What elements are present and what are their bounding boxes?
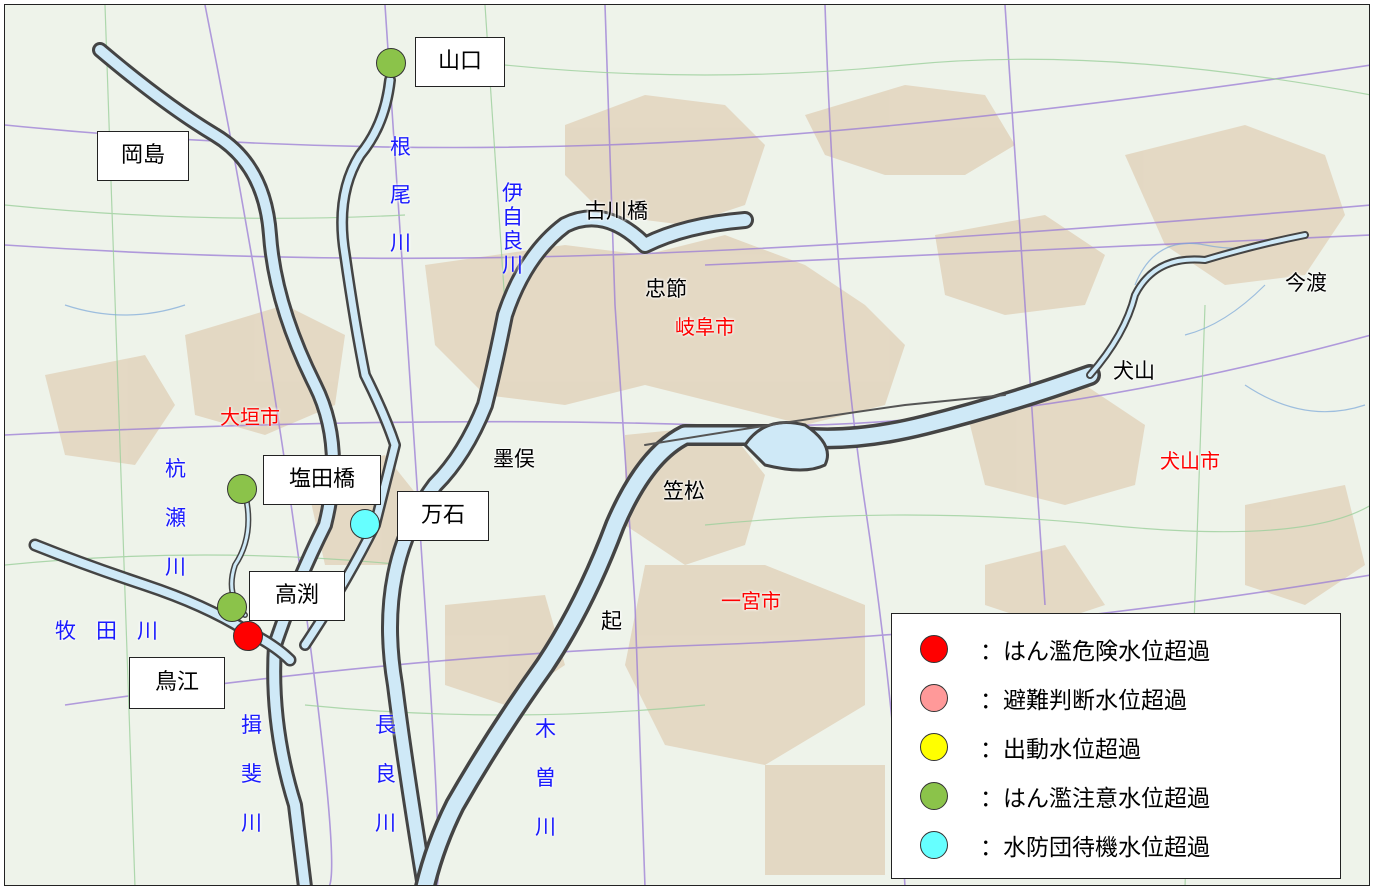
river-label-ijira-char: 川 <box>502 253 523 277</box>
river-label-nagara: 長 良 川 <box>375 715 396 834</box>
place-label-imawatari: 今渡 <box>1285 271 1327 295</box>
legend-item-dispatch: ：出動水位超過 <box>920 722 1340 771</box>
river-label-nagara-char: 川 <box>375 811 396 835</box>
place-label-furukawabashi: 古川橋 <box>585 199 648 223</box>
river-label-ijira-char: 伊 <box>502 181 523 205</box>
legend: ：はん濫危険水位超過 ：避難判断水位超過 ：出動水位超過 ：はん濫注意水位超過 … <box>891 613 1341 879</box>
legend-label-danger: ：はん濫危険水位超過 <box>980 638 1210 665</box>
station-marker-yamaguchi[interactable] <box>376 48 406 78</box>
city-label-ichinomiya: 一宮市 <box>721 589 781 613</box>
station-label-yamaguchi: 山口 <box>415 37 505 87</box>
river-label-neo-char: 川 <box>390 231 411 255</box>
place-label-inuyama: 犬山 <box>1113 359 1155 383</box>
river-label-kuise-char: 川 <box>165 555 186 579</box>
station-label-torie: 鳥江 <box>129 657 225 709</box>
legend-label-evacuation: ：避難判断水位超過 <box>980 687 1187 714</box>
river-label-neo-char: 根 <box>390 135 411 159</box>
river-label-ibi-char: 川 <box>241 811 262 835</box>
river-label-nagara-char: 長 <box>375 713 396 737</box>
station-marker-mangoku[interactable] <box>350 509 380 539</box>
river-map: 山口 岡島 塩田橋 万石 高渕 鳥江 古川橋 忠節 今渡 犬山 墨俣 笠松 起 … <box>4 4 1370 886</box>
river-label-ijira: 伊 自 良 川 <box>502 183 523 276</box>
river-label-neo-char: 尾 <box>390 183 411 207</box>
legend-item-caution: ：はん濫注意水位超過 <box>920 771 1340 820</box>
river-label-nagara-char: 良 <box>375 762 396 786</box>
legend-item-danger: ：はん濫危険水位超過 <box>920 624 1340 673</box>
legend-label-caution: ：はん濫注意水位超過 <box>980 785 1210 812</box>
legend-label-dispatch: ：出動水位超過 <box>980 736 1141 763</box>
river-label-makida: 牧田川 <box>55 619 178 643</box>
station-marker-torie[interactable] <box>233 621 263 651</box>
place-label-okoshi: 起 <box>601 609 622 633</box>
basemap <box>5 5 1369 885</box>
river-label-ijira-char: 良 <box>502 229 523 253</box>
place-label-sunomata: 墨俣 <box>493 447 535 471</box>
legend-item-evacuation: ：避難判断水位超過 <box>920 673 1340 722</box>
river-label-neo: 根 尾 川 <box>390 137 411 254</box>
river-label-kuise-char: 杭 <box>165 457 186 481</box>
legend-item-standby: ：水防団待機水位超過 <box>920 820 1340 869</box>
legend-label-standby: ：水防団待機水位超過 <box>980 834 1210 861</box>
station-label-shiodabashi: 塩田橋 <box>263 455 381 505</box>
legend-swatch-danger <box>920 634 948 663</box>
station-label-mangoku: 万石 <box>397 491 489 541</box>
river-label-kiso-char: 曽 <box>535 766 556 790</box>
river-label-kiso-char: 川 <box>535 815 556 839</box>
river-label-ibi: 揖 斐 川 <box>241 715 262 834</box>
river-label-kiso: 木 曽 川 <box>535 719 556 838</box>
legend-swatch-caution <box>920 781 948 810</box>
legend-swatch-dispatch <box>920 732 948 761</box>
river-label-kuise: 杭 瀬 川 <box>165 459 186 578</box>
station-label-okajima: 岡島 <box>97 131 189 181</box>
river-label-ibi-char: 斐 <box>241 762 262 786</box>
place-label-chusetsu: 忠節 <box>645 277 687 301</box>
river-label-ibi-char: 揖 <box>241 713 262 737</box>
city-label-gifu: 岐阜市 <box>675 315 735 339</box>
city-label-ogaki: 大垣市 <box>220 405 280 429</box>
station-marker-shiodabashi[interactable] <box>227 474 257 504</box>
river-label-kuise-char: 瀬 <box>165 506 186 530</box>
rivers <box>28 42 1309 885</box>
city-label-inuyama: 犬山市 <box>1160 449 1220 473</box>
river-label-kiso-char: 木 <box>535 717 556 741</box>
river-label-ijira-char: 自 <box>502 205 523 229</box>
station-label-takabuchi: 高渕 <box>249 571 345 621</box>
legend-swatch-evacuation <box>920 683 948 712</box>
station-marker-takabuchi[interactable] <box>217 592 247 622</box>
legend-swatch-standby <box>920 830 948 859</box>
place-label-kasamatsu: 笠松 <box>663 479 705 503</box>
